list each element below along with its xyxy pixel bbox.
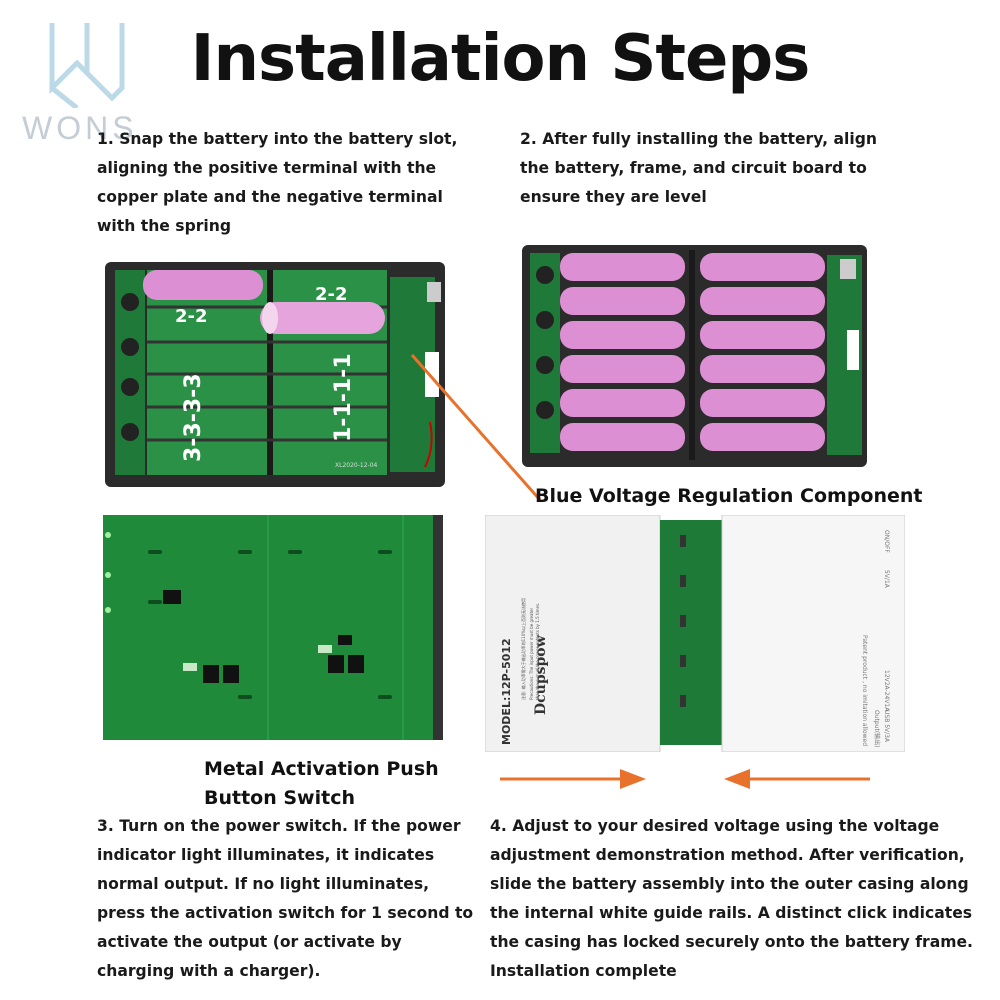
arrow-left-icon bbox=[724, 769, 870, 789]
casing-note: Patent product , no imitation allowed bbox=[861, 635, 868, 746]
battery bbox=[143, 270, 263, 300]
casing-note: 5V/1A bbox=[883, 570, 890, 589]
slot-label: 1-1-1-1 bbox=[331, 353, 356, 442]
slot-label: 2-2 bbox=[175, 306, 208, 327]
casing-note: Output(输出) bbox=[873, 710, 881, 748]
casing-note: USB 5V/3A bbox=[883, 710, 890, 743]
blue-voltage-label: Blue Voltage Regulation Component bbox=[535, 485, 923, 507]
casing-note: ON/OFF bbox=[883, 530, 890, 553]
callout-pointer-line bbox=[410, 354, 542, 501]
pcb-code: XL2020-12-04 bbox=[335, 462, 378, 469]
logo-text: WONS bbox=[22, 110, 138, 146]
wons-logo-mark bbox=[49, 23, 125, 110]
wons-logo: WONS bbox=[22, 18, 152, 146]
casing-note: Precautions: The input power must be gre… bbox=[529, 608, 534, 700]
casing-brand: Dcupspow bbox=[533, 634, 549, 715]
battery-holder-photo-2 bbox=[522, 245, 867, 467]
battery-holder-photo-1: 2-2 2-2 3-3-3-3 1-1-1-1 XL2020-12-04 bbox=[105, 262, 445, 487]
slot-label: 3-3-3-3 bbox=[181, 373, 206, 462]
casing-assembly-photo: Dcupspow MODEL:12P-5012 注意: 输入功率需大于输出功率的… bbox=[485, 515, 905, 752]
battery-frame bbox=[660, 520, 722, 745]
step-4-text: 4. Adjust to your desired voltage using … bbox=[490, 817, 973, 980]
casing-note: 12V2A-24V1A bbox=[883, 670, 890, 712]
casing-note: 注意: 输入功率需大于输出功率的110%以上否则无法使用 bbox=[520, 598, 526, 700]
step-2-text: 2. After fully installing the battery, a… bbox=[520, 130, 878, 206]
step-3-text: 3. Turn on the power switch. If the powe… bbox=[97, 817, 474, 980]
step-1-text: 1. Snap the battery into the battery slo… bbox=[97, 130, 458, 235]
battery bbox=[260, 302, 385, 334]
slot-label: 2-2 bbox=[315, 284, 348, 305]
page-title: Installation Steps bbox=[190, 22, 811, 96]
arrow-right-icon bbox=[500, 769, 646, 789]
casing-note: than the sum of the power outputs by 1.5… bbox=[535, 603, 540, 700]
casing-model: MODEL:12P-5012 bbox=[500, 638, 513, 745]
pcb-underside-photo bbox=[103, 515, 443, 740]
metal-switch-label: Metal Activation Push Button Switch bbox=[204, 758, 439, 809]
